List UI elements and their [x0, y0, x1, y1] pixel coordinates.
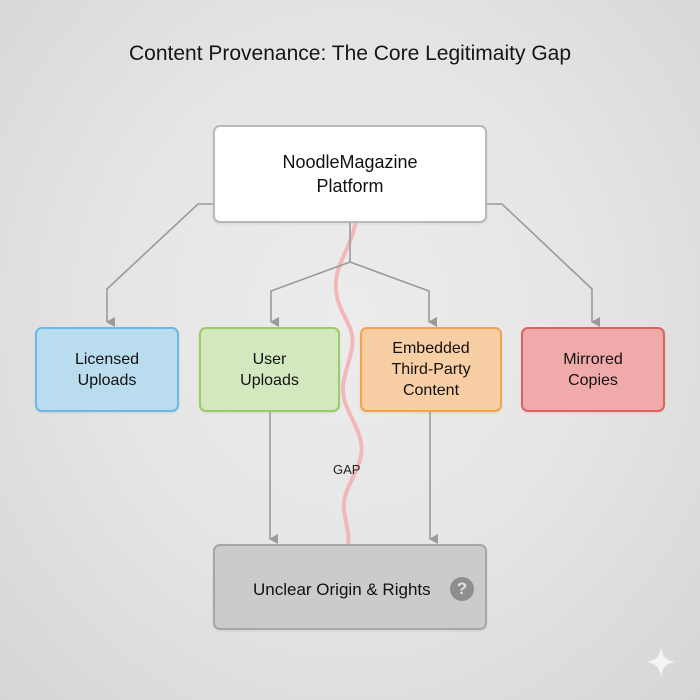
node-embedded-content-label: Embedded Third-Party Content — [391, 340, 471, 399]
edge-platform-embedded — [349, 261, 437, 327]
node-platform: NoodleMagazine Platform — [213, 125, 487, 223]
gap-wavy-line — [333, 223, 364, 548]
node-platform-label: NoodleMagazine Platform — [282, 152, 418, 196]
node-unclear-origin-label: Unclear Origin & Rights — [253, 580, 431, 599]
node-user-uploads-label: User Uploads — [240, 350, 299, 389]
node-unclear-origin: Unclear Origin & Rights ? — [213, 544, 487, 630]
node-licensed-uploads: Licensed Uploads — [35, 327, 179, 412]
gap-label: GAP — [333, 462, 361, 477]
question-circle-icon: ? — [450, 577, 474, 601]
sparkle-icon — [646, 647, 676, 677]
diagram-title: Content Provenance: The Core Legitimaity… — [128, 42, 572, 65]
node-licensed-uploads-label: Licensed Uploads — [74, 350, 140, 389]
edge-platform-user — [270, 261, 351, 327]
node-embedded-content: Embedded Third-Party Content — [360, 327, 502, 412]
edge-platform-mirrored — [487, 203, 600, 327]
node-mirrored-copies-label: Mirrored Copies — [563, 350, 623, 389]
edge-platform-licensed — [106, 203, 213, 327]
node-mirrored-copies: Mirrored Copies — [521, 327, 665, 412]
node-user-uploads: User Uploads — [199, 327, 340, 412]
